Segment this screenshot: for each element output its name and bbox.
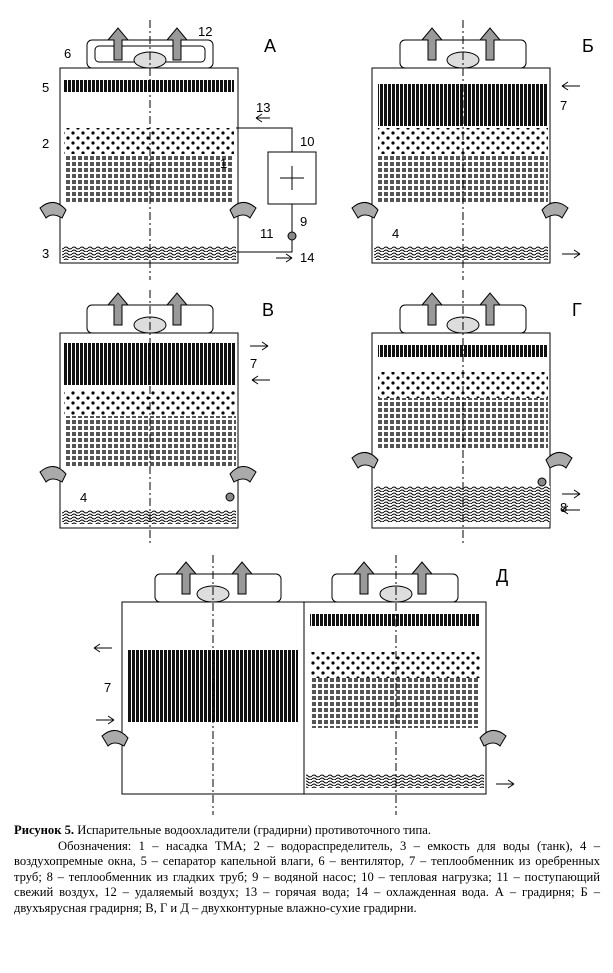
diagram-canvas: А 6 12 5 13 10 2 1 9 11 3 14 Б 7 4 xyxy=(39,20,594,815)
label-3: 3 xyxy=(42,246,49,261)
label-4: 4 xyxy=(392,226,399,241)
panel-letter: В xyxy=(262,300,274,320)
panel-v: В 7 4 xyxy=(39,290,274,545)
exhaust-arrow-icon xyxy=(478,292,502,326)
air-inlet-arrow-icon xyxy=(39,202,67,219)
label-9: 9 xyxy=(300,214,307,229)
exhaust-arrow-icon xyxy=(165,27,189,61)
label-7: 7 xyxy=(104,680,111,695)
outlet-arrow-icon xyxy=(250,341,269,351)
air-inlet-arrow-icon xyxy=(229,202,257,219)
exhaust-arrow-icon xyxy=(410,561,434,595)
label-7: 7 xyxy=(250,356,257,371)
inlet-arrow-icon xyxy=(96,715,115,725)
hot-water-arrow-icon xyxy=(255,113,270,123)
panel-letter: А xyxy=(264,36,276,56)
exhaust-arrow-icon xyxy=(420,292,444,326)
panel-a: А 6 12 5 13 10 2 1 9 11 3 14 xyxy=(39,20,317,280)
pump-icon xyxy=(287,231,297,241)
exhaust-arrow-icon xyxy=(420,27,444,61)
inlet-arrow-icon xyxy=(251,375,270,385)
caption-title-text: Испарительные водоохладители (градирни) … xyxy=(74,823,432,837)
pump-icon xyxy=(537,477,547,487)
air-inlet-arrow-icon xyxy=(541,202,569,219)
panel-d: Д 7 xyxy=(93,555,515,815)
label-2: 2 xyxy=(42,136,49,151)
exhaust-arrow-icon xyxy=(478,27,502,61)
label-7: 7 xyxy=(560,98,567,113)
air-inlet-arrow-icon xyxy=(351,202,379,219)
caption-title: Рисунок 5. xyxy=(14,823,75,837)
label-10: 10 xyxy=(300,134,314,149)
pump-icon xyxy=(225,492,235,502)
exhaust-arrow-icon xyxy=(106,292,130,326)
panel-letter: Г xyxy=(572,300,582,320)
label-5: 5 xyxy=(42,80,49,95)
heat-load-cross xyxy=(280,166,304,190)
drift-eliminator xyxy=(64,80,234,92)
air-inlet-arrow-icon xyxy=(39,466,67,483)
air-inlet-arrow-icon xyxy=(479,730,507,747)
panel-letter: Б xyxy=(582,36,594,56)
outlet-arrow-icon xyxy=(562,489,581,499)
exhaust-arrow-icon xyxy=(106,27,130,61)
outlet-arrow-icon xyxy=(93,643,112,653)
air-inlet-arrow-icon xyxy=(545,452,573,469)
fill-media xyxy=(310,678,480,728)
exhaust-arrow-icon xyxy=(352,561,376,595)
label-4: 4 xyxy=(80,490,87,505)
inlet-arrow-icon xyxy=(561,505,580,515)
panel-b: Б 7 4 xyxy=(351,20,594,280)
cold-water-arrow-icon xyxy=(276,253,293,263)
air-inlet-arrow-icon xyxy=(351,452,379,469)
fill-media xyxy=(378,154,548,204)
water-tank xyxy=(306,774,484,788)
label-1: 1 xyxy=(220,156,227,171)
drift-eliminator xyxy=(310,614,480,626)
exhaust-arrow-icon xyxy=(174,561,198,595)
inlet-arrow-icon xyxy=(561,81,580,91)
label-14: 14 xyxy=(300,250,314,265)
water-tank xyxy=(62,246,236,260)
label-8: 8 xyxy=(560,500,567,515)
label-12: 12 xyxy=(198,24,212,39)
figure-caption: Рисунок 5. Испарительные водоохладители … xyxy=(14,823,600,917)
exhaust-arrow-icon xyxy=(230,561,254,595)
label-6: 6 xyxy=(64,46,71,61)
water-distributor xyxy=(310,652,480,678)
water-tank xyxy=(374,246,548,260)
outlet-arrow-icon xyxy=(496,779,515,789)
air-inlet-arrow-icon xyxy=(229,466,257,483)
air-inlet-arrow-icon xyxy=(101,730,129,747)
hot-water-pipe xyxy=(236,127,293,253)
smooth-tube-heat-exchanger xyxy=(374,486,550,522)
panel-g: Г 8 xyxy=(351,290,582,545)
outlet-arrow-icon xyxy=(562,249,581,259)
exhaust-arrow-icon xyxy=(165,292,189,326)
label-13: 13 xyxy=(256,100,270,115)
water-tank xyxy=(62,510,236,524)
panel-letter: Д xyxy=(496,566,508,586)
caption-legend: Обозначения: 1 – насадка ТМА; 2 – водора… xyxy=(14,838,600,915)
fill-media xyxy=(64,154,234,204)
label-11: 11 xyxy=(260,226,274,241)
water-distributor xyxy=(64,128,234,154)
